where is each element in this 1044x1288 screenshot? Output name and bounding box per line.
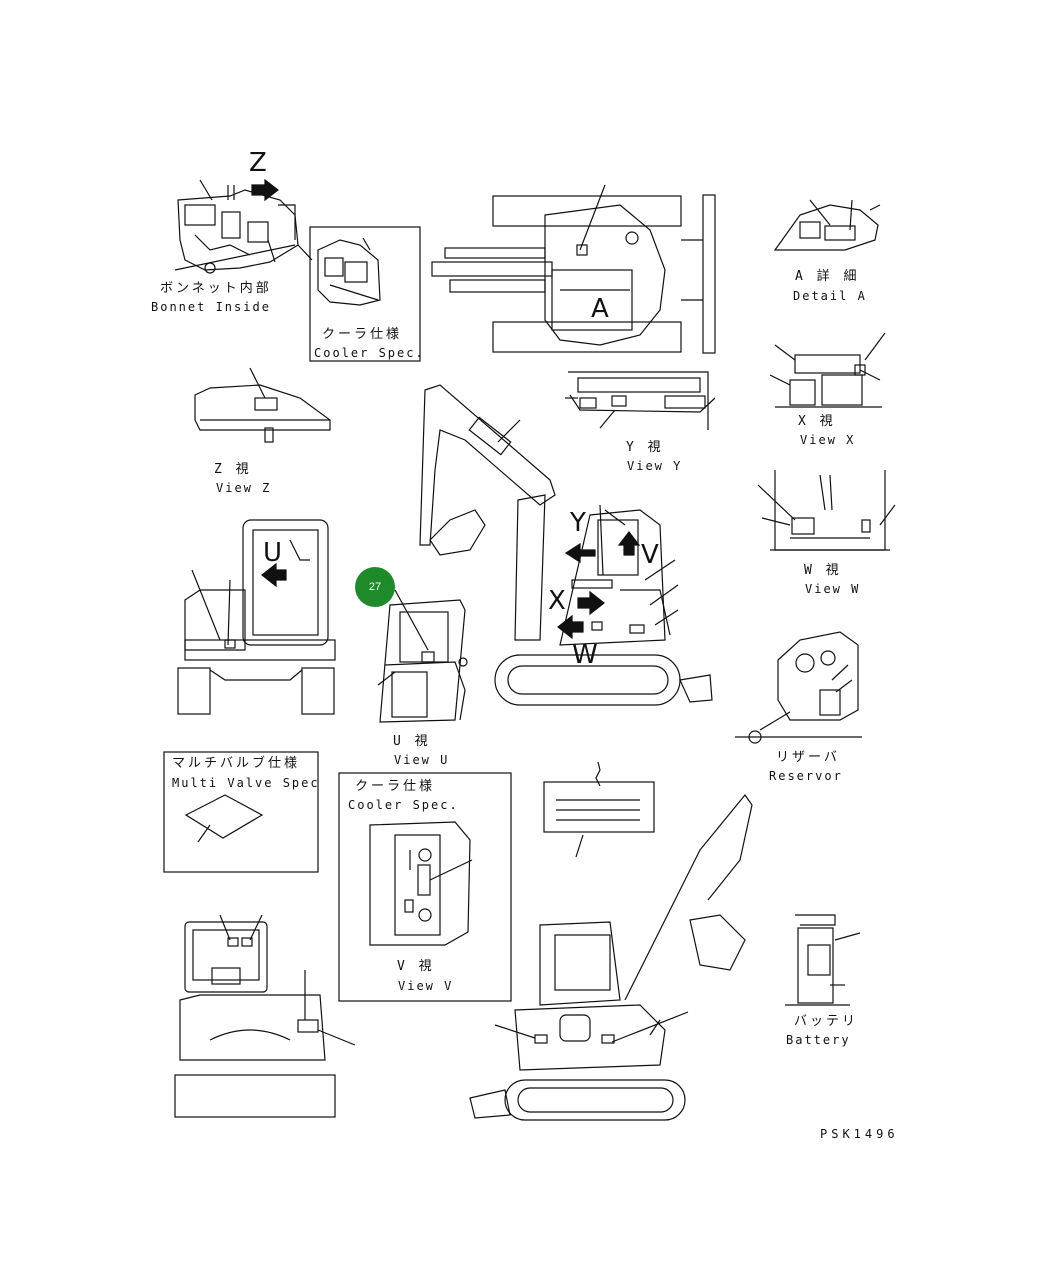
side-view-excavator <box>419 384 713 706</box>
cooler-spec-top-box <box>309 226 421 362</box>
view-x-label-en: View X <box>800 433 856 447</box>
view-z-label-jp: Z 視 <box>214 462 252 477</box>
cooler-top-drawing <box>317 237 381 306</box>
battery-label-jp: バッテリ <box>794 1014 859 1029</box>
view-letter-w: W <box>572 640 598 670</box>
view-z-drawing <box>194 367 331 443</box>
view-w-label-jp: W 視 <box>804 563 842 578</box>
view-y-label-jp: Y 視 <box>626 440 664 455</box>
view-y-label-en: View Y <box>627 459 683 473</box>
multi-valve-label-jp: マルチバルブ仕様 <box>172 756 301 771</box>
detail-a-label-en: Detail A <box>793 289 867 303</box>
u-arrow-icon <box>261 562 287 588</box>
front-view-excavator <box>469 794 753 1121</box>
bonnet-label-en: Bonnet Inside <box>151 300 271 314</box>
callout-27[interactable]: 27 <box>355 567 395 607</box>
top-view-machine <box>431 184 716 354</box>
plate-label-drawing <box>543 761 655 858</box>
view-letter-v: V <box>641 540 659 570</box>
view-u-drawing <box>377 589 468 723</box>
view-letter-z: Z <box>249 148 267 178</box>
view-letter-y: Y <box>570 508 586 538</box>
y-arrow-icon <box>564 542 596 564</box>
view-letter-a: A <box>591 294 609 324</box>
x-arrow-icon <box>577 590 605 616</box>
multi-valve-box <box>163 751 319 873</box>
view-v-label-en: View V <box>398 979 454 993</box>
multi-valve-plate <box>184 794 264 839</box>
battery-drawing <box>785 914 861 1006</box>
detail-a-label-jp: A 詳 細 <box>795 269 860 284</box>
view-letter-u: U <box>263 538 283 568</box>
view-w-drawing <box>757 470 896 551</box>
cooler-top-label-jp: クーラ仕様 <box>322 327 403 342</box>
z-arrow-icon <box>251 178 279 202</box>
cooler-spec-mid-box <box>338 772 512 1002</box>
w-arrow-icon <box>557 614 584 640</box>
view-u-label-jp: U 視 <box>393 734 431 749</box>
view-z-label-en: View Z <box>216 481 272 495</box>
view-u-label-en: View U <box>394 753 450 767</box>
view-v-drawing <box>369 821 473 946</box>
reservoir-label-en: Reservor <box>769 769 843 783</box>
detail-a-drawing <box>773 199 881 251</box>
cooler-top-label-en: Cooler Spec. <box>314 346 425 360</box>
multi-valve-label-en: Multi Valve Spec <box>172 776 320 790</box>
drawing-number: PSK1496 <box>820 1127 899 1141</box>
view-letter-x: X <box>548 586 566 616</box>
reservoir-label-jp: リザーバ <box>776 750 840 765</box>
rear-view-u-drawing <box>177 519 336 715</box>
battery-label-en: Battery <box>786 1033 851 1047</box>
bonnet-inside-drawing <box>174 179 313 274</box>
rear-view-bottom-drawing <box>174 914 356 1118</box>
view-y-drawing <box>565 371 716 430</box>
view-x-label-jp: X 視 <box>798 414 836 429</box>
view-w-label-en: View W <box>805 582 861 596</box>
bonnet-label-jp: ボンネット内部 <box>160 281 272 296</box>
view-v-label-jp: V 視 <box>397 959 435 974</box>
view-x-drawing <box>769 332 886 408</box>
cooler-mid-label-jp: クーラ仕様 <box>355 779 436 794</box>
cooler-mid-label-en: Cooler Spec. <box>348 798 459 812</box>
reservoir-drawing <box>735 631 862 744</box>
v-arrow-icon <box>617 531 641 556</box>
